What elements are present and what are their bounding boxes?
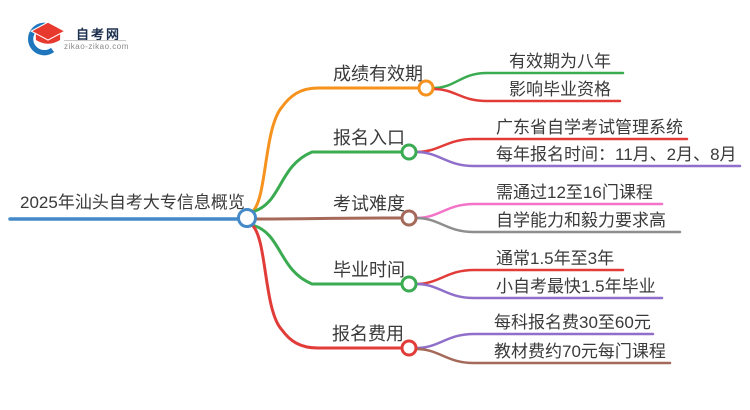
leaf-course-count: 需通过12至16门课程 xyxy=(496,183,653,202)
central-junction-circle xyxy=(237,208,257,228)
logo-domain-text: zikao-zikao.com xyxy=(64,42,129,51)
graduation-cap-icon xyxy=(28,21,66,56)
connector-affects-graduation xyxy=(431,87,622,103)
connector-registration-months xyxy=(414,150,742,168)
junction-exam-difficulty xyxy=(400,209,418,227)
logo-title: 自考网 xyxy=(76,27,122,42)
junction-graduation-time xyxy=(400,275,418,293)
junction-registration-entrance xyxy=(400,143,418,161)
branch-label-registration-fee: 报名费用 xyxy=(332,324,404,344)
connector-fee-per-subject xyxy=(414,332,655,350)
leaf-fastest-graduation: 小自考最快1.5年毕业 xyxy=(496,277,656,296)
junction-score-validity xyxy=(417,79,435,97)
branch-label-graduation-time: 毕业时间 xyxy=(333,260,405,280)
connector-score-validity xyxy=(251,86,421,213)
leaf-self-study-ability: 自学能力和毅力要求高 xyxy=(496,211,666,230)
leaf-usual-duration: 通常1.5年至3年 xyxy=(496,249,615,268)
leaf-management-system: 广东省自学考试管理系统 xyxy=(496,118,683,137)
central-topic: 2025年汕头自考大专信息概览 xyxy=(20,193,245,212)
connector-registration-entrance xyxy=(250,150,404,214)
connector-registration-fee xyxy=(251,224,404,350)
connector-fastest-graduation xyxy=(414,282,664,300)
leaf-registration-months: 每年报名时间：11月、2月、8月 xyxy=(496,145,737,164)
site-logo: 自考网 zikao-zikao.com xyxy=(28,20,188,60)
branch-label-score-validity: 成绩有效期 xyxy=(333,64,423,84)
leaf-textbook-fee: 教材费约70元每门课程 xyxy=(494,342,666,361)
junction-registration-fee xyxy=(400,339,418,357)
leaf-affects-graduation: 影响毕业资格 xyxy=(509,80,611,99)
connector-validity-eight-years xyxy=(431,71,625,90)
connector-graduation-time xyxy=(250,223,404,286)
branch-label-exam-difficulty: 考试难度 xyxy=(333,194,405,214)
branch-label-registration-entrance: 报名入口 xyxy=(333,128,405,148)
leaf-fee-per-subject: 每科报名费30至60元 xyxy=(494,313,651,332)
logo-divider xyxy=(64,40,126,41)
connector-textbook-fee xyxy=(414,347,672,365)
connector-exam-difficulty xyxy=(253,216,404,221)
leaf-validity-eight-years: 有效期为八年 xyxy=(509,52,611,71)
connector-self-study-ability xyxy=(414,216,682,234)
